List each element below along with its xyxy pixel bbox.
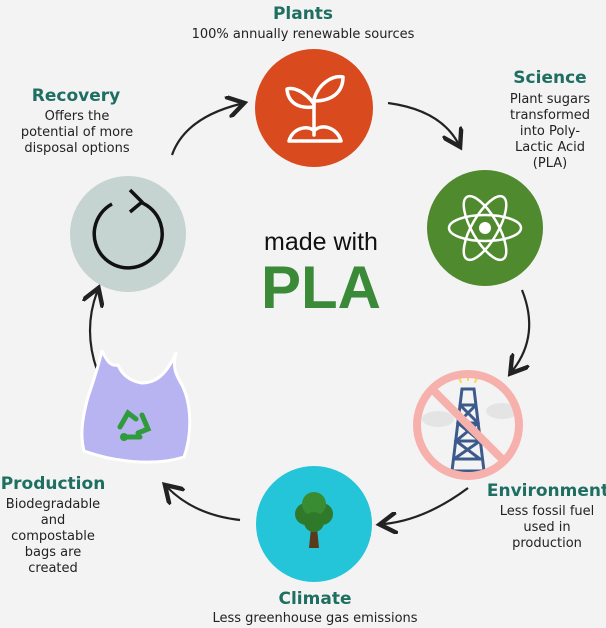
science-description-line: into Poly- [519, 124, 581, 139]
production-description-line: created [28, 561, 78, 576]
arrow-production-to-recovery [90, 292, 97, 371]
production-description: Biodegradable and compostable bags are c… [0, 497, 106, 577]
environment-circle [410, 367, 526, 483]
recovery-circle [70, 176, 186, 292]
climate-description-line: Less greenhouse gas emissions [212, 611, 418, 626]
recovery-title: Recovery [31, 86, 121, 106]
recycle-bag-icon [80, 349, 192, 464]
environment-description: Less fossil fuel used in production [488, 504, 606, 552]
arrow-science-to-environment [513, 289, 531, 370]
recovery-description-line: disposal options [24, 141, 130, 156]
atom-icon [447, 194, 523, 262]
no-oil-rig-icon [413, 370, 523, 480]
climate-description: Less greenhouse gas emissions [170, 611, 460, 627]
science-description-line: Plant sugars [509, 92, 591, 107]
arrow-plants-to-science [387, 101, 458, 143]
science-title: Science [513, 68, 587, 88]
environment-title: Environment [486, 481, 606, 501]
production-bag [72, 345, 204, 475]
environment-description-line: production [512, 536, 582, 551]
environment-description-line: used in [523, 520, 571, 535]
science-description-line: Lactic Acid [514, 140, 586, 155]
production-title: Production [0, 474, 106, 494]
recovery-description: Offers the potential of more disposal op… [4, 109, 150, 157]
recovery-description-line: potential of more [20, 125, 134, 140]
center-title: PLA [261, 254, 381, 321]
climate-circle [256, 466, 372, 582]
production-description-line: Biodegradable [5, 497, 101, 512]
science-description-line: transformed [510, 108, 590, 123]
environment-description-line: Less fossil fuel [499, 504, 595, 519]
refresh-icon [92, 188, 164, 270]
plants-title: Plants [272, 4, 334, 24]
science-description: Plant sugars transformed into Poly- Lact… [494, 92, 606, 172]
climate-title: Climate [278, 589, 352, 609]
tree-icon [295, 492, 333, 548]
production-description-line: and [40, 513, 66, 528]
science-circle [427, 170, 543, 286]
recovery-description-line: Offers the [44, 109, 110, 124]
plants-description-line: 100% annually renewable sources [191, 27, 415, 42]
arrow-climate-to-production [168, 488, 241, 522]
science-description-line: (PLA) [532, 156, 568, 171]
plants-circle [255, 49, 373, 167]
sprout-icon [285, 74, 345, 143]
plants-description: 100% annually renewable sources [163, 27, 443, 43]
center-subtitle: made with [264, 228, 378, 256]
production-description-line: compostable [11, 529, 95, 544]
arrow-recovery-to-plants [170, 104, 240, 156]
production-description-line: bags are [24, 545, 82, 560]
arrow-environment-to-climate [384, 487, 469, 524]
